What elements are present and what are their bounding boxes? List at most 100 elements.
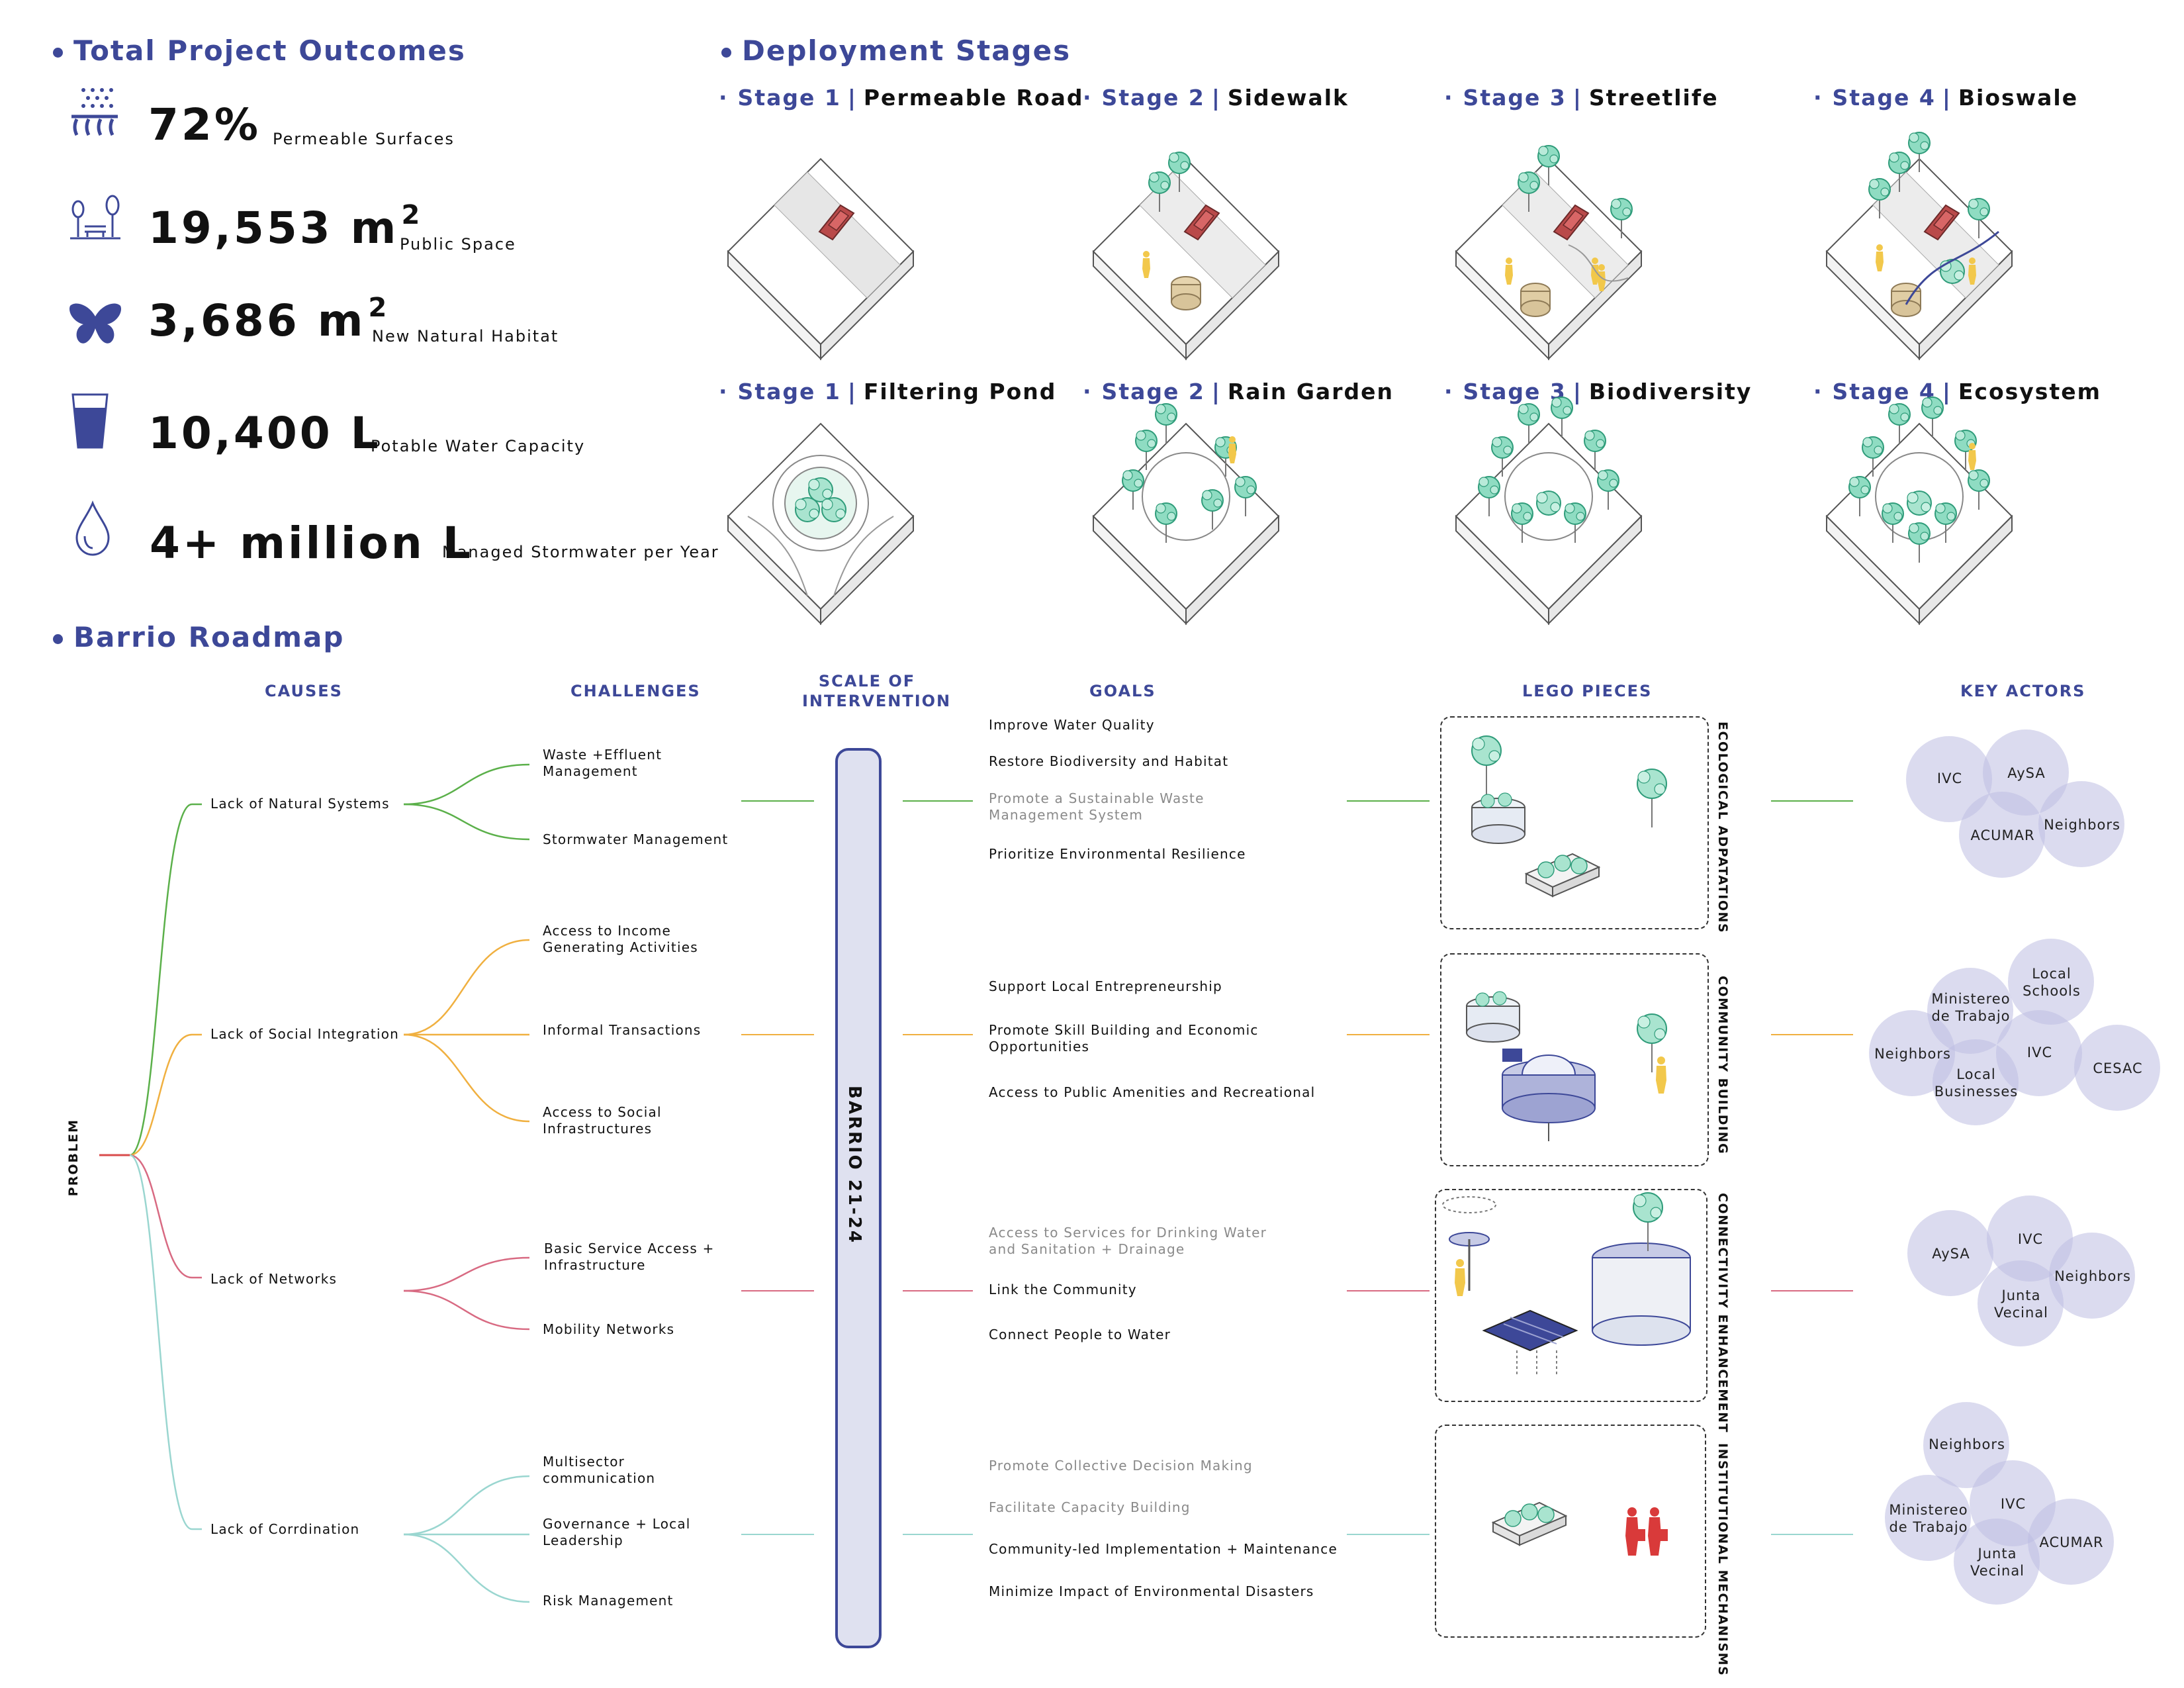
challenge-risk: Risk Management [543, 1593, 674, 1609]
header-lego-pieces: LEGO PIECES [1522, 682, 1653, 700]
lego-label-connectivity: CONNECTIVITY ENHANCEMENT [1715, 1193, 1730, 1434]
stage-top-2-title: ·Stage 2|Sidewalk [1083, 85, 1349, 111]
actor-circle [1933, 1039, 2019, 1125]
stage-top-1-title: ·Stage 1|Permeable Road [719, 85, 1084, 111]
challenge-basic-service: Basic Service Access +Infrastructure [544, 1241, 715, 1273]
actor-circle [1907, 1210, 1993, 1296]
stage-bottom-2-title: ·Stage 2|Rain Garden [1083, 379, 1394, 404]
actor-circle [2028, 1499, 2114, 1585]
header-causes: CAUSES [265, 682, 343, 700]
actor-neighbors: Neighbors [1929, 1436, 2005, 1452]
outcome-label-stormwater: Managed Stormwater per Year [442, 543, 719, 561]
goal-disasters: Minimize Impact of Environmental Disaste… [989, 1583, 1314, 1599]
goal-entrepreneurship: Support Local Entrepreneurship [989, 978, 1222, 994]
stage-top-4-title: ·Stage 4|Bioswale [1813, 85, 2079, 111]
lego-label-institutional: INSTITUTIONAL MECHANISMS [1715, 1443, 1730, 1677]
stage-bottom-1-title: ·Stage 1|Filtering Pond [719, 379, 1057, 404]
actor-acumar: ACUMAR [1970, 827, 2035, 843]
outcome-value-potable: 10,400 L [148, 408, 381, 459]
actor-ivc: IVC [1936, 771, 1963, 786]
stage-bottom-3-title: ·Stage 3|Biodiversity [1444, 379, 1752, 404]
goal-resilience: Prioritize Environmental Resilience [989, 846, 1246, 862]
actor-circle [1954, 1519, 2040, 1605]
bullet-icon [53, 634, 63, 644]
goal-link-community: Link the Community [989, 1282, 1137, 1297]
water-drop-icon [75, 500, 110, 556]
stage-bottom-4-title: ·Stage 4|Ecosystem [1813, 379, 2101, 404]
scale-of-intervention-bar [835, 748, 882, 1648]
outcome-label-potable: Potable Water Capacity [371, 437, 586, 455]
outcome-label-public-space: Public Space [400, 235, 516, 254]
outcome-value-stormwater: 4+ million L [150, 518, 473, 569]
header-challenges: CHALLENGES [570, 682, 701, 700]
stage-illustrations [727, 132, 2013, 624]
actor-acumar: ACUMAR [2039, 1534, 2104, 1550]
bullet-icon [721, 48, 731, 58]
stage-top-3-title: ·Stage 3|Streetlife [1444, 85, 1719, 111]
stages-section-title: Deployment Stages [721, 34, 1071, 67]
outcome-label-habitat: New Natural Habitat [372, 327, 559, 346]
challenge-informal: Informal Transactions [543, 1022, 702, 1038]
roadmap-section-title: Barrio Roadmap [53, 621, 344, 653]
goal-connect-water: Connect People to Water [989, 1327, 1171, 1342]
actor-aysa: AySA [2007, 765, 2046, 781]
water-glass-icon [71, 393, 109, 449]
actor-cesac: CESAC [2093, 1060, 2143, 1076]
goal-capacity-building: Facilitate Capacity Building [989, 1499, 1191, 1515]
lego-box-institutional [1435, 1425, 1706, 1638]
outcome-label-permeable: Permeable Surfaces [273, 130, 455, 148]
challenge-stormwater: Stormwater Management [543, 831, 729, 847]
lego-box-community [1440, 953, 1709, 1166]
cause-networks: Lack of Networks [210, 1271, 338, 1287]
actor-ivc: IVC [2000, 1496, 2026, 1512]
goal-public-amenities: Access to Public Amenities and Recreatio… [989, 1084, 1316, 1100]
outcome-value-permeable: 72% [148, 99, 261, 150]
goal-community-led: Community-led Implementation + Maintenan… [989, 1541, 1338, 1557]
actor-circle [2038, 781, 2124, 867]
actor-neighbors: Neighbors [2054, 1268, 2131, 1284]
header-key-actors: KEY ACTORS [1960, 682, 2086, 700]
public-space-icon [70, 195, 120, 240]
lego-label-ecological: ECOLOGICAL ADPATATIONS [1715, 722, 1730, 934]
goal-water-quality: Improve Water Quality [989, 717, 1155, 733]
outcomes-section-title: Total Project Outcomes [53, 34, 466, 67]
cause-coordination: Lack of Corrdination [210, 1521, 360, 1537]
lego-box-connectivity [1435, 1189, 1707, 1402]
actor-circle [1959, 792, 2045, 878]
actor-circle [2074, 1025, 2160, 1111]
cause-social-integration: Lack of Social Integration [210, 1026, 400, 1042]
actor-circle [1978, 1260, 2064, 1346]
actor-ivc: IVC [2017, 1231, 2044, 1247]
header-scale: SCALE OF INTERVENTION [802, 672, 952, 710]
permeable-surface-icon [71, 88, 118, 136]
goal-biodiversity: Restore Biodiversity and Habitat [989, 753, 1229, 769]
header-goals: GOALS [1089, 682, 1156, 700]
lego-label-community: COMMUNITY BUILDING [1715, 976, 1730, 1155]
scale-label: BARRIO 21-24 [844, 1086, 864, 1244]
actor-neighbors: Neighbors [1874, 1046, 1951, 1062]
butterfly-icon [69, 303, 122, 344]
goal-collective-decision: Promote Collective Decision Making [989, 1458, 1253, 1474]
bullet-icon [53, 48, 63, 58]
actor-ivc: IVC [2026, 1045, 2053, 1060]
cause-natural-systems: Lack of Natural Systems [210, 796, 390, 812]
actor-neighbors: Neighbors [2044, 817, 2120, 833]
